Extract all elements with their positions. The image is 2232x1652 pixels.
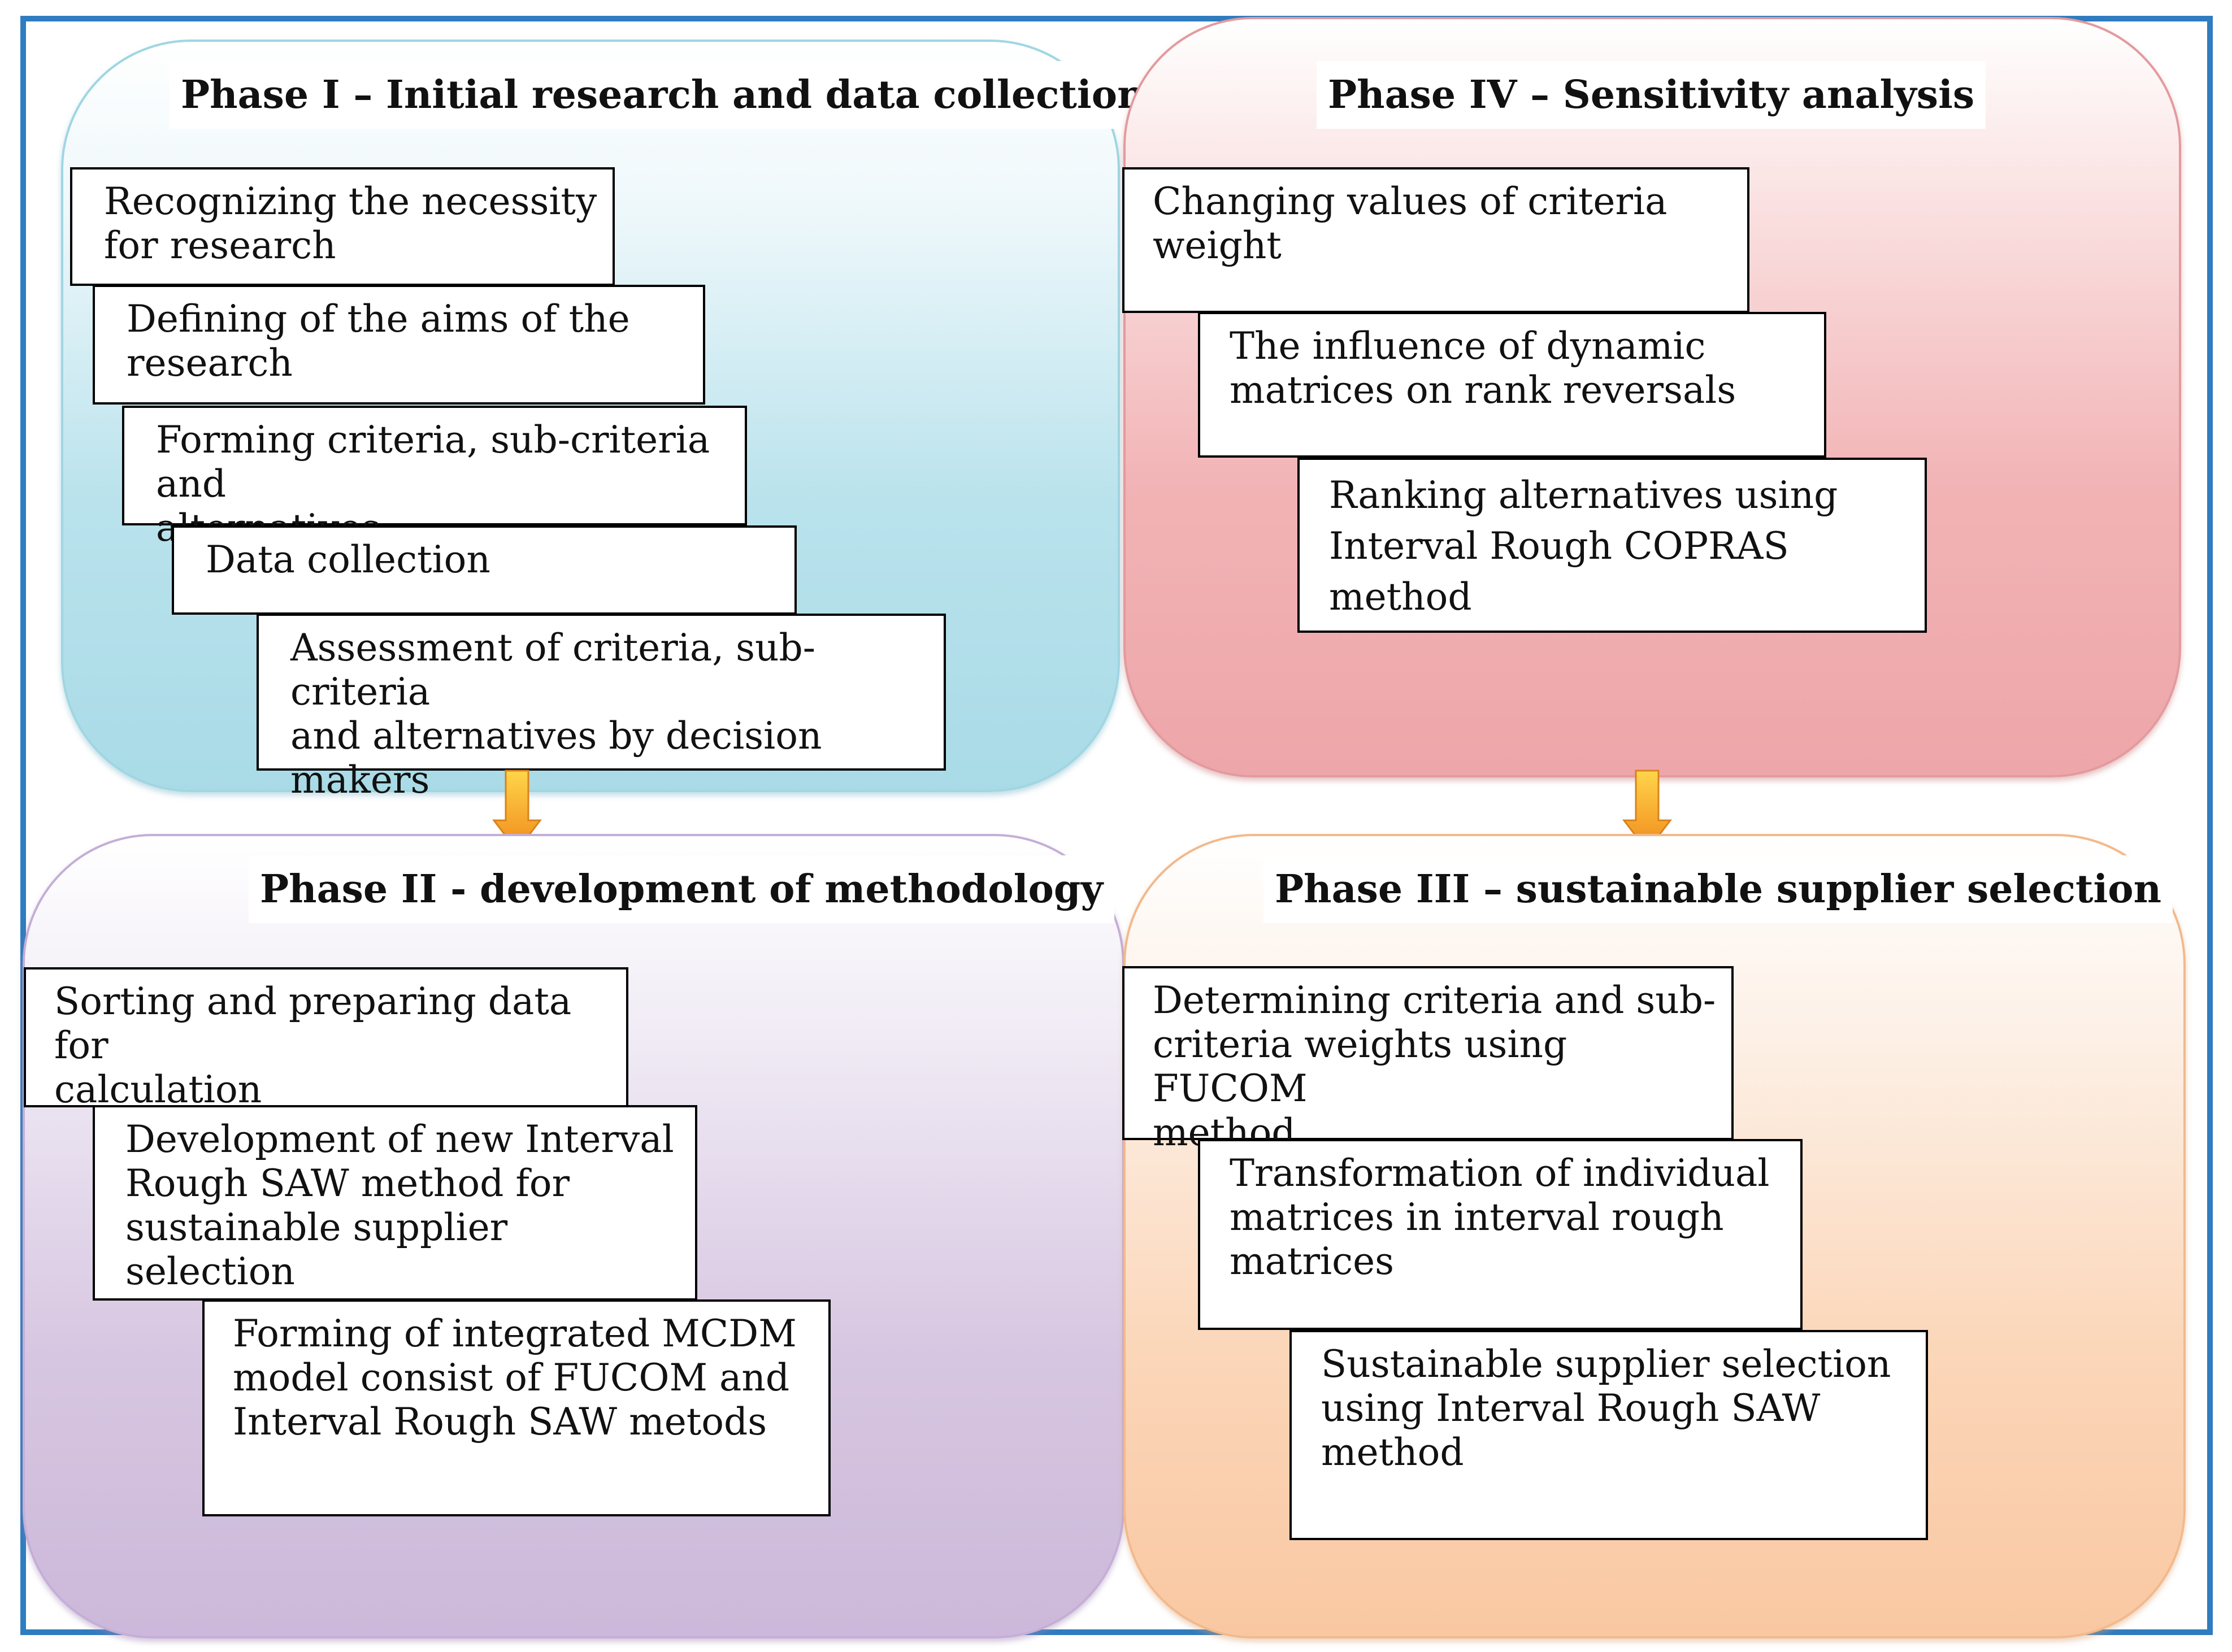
phase-3-step-2: Transformation of individual matrices in… <box>1198 1139 1803 1330</box>
phase-3-step-1: Determining criteria and sub- criteria w… <box>1122 966 1734 1154</box>
phase-2-title: Phase II - development of methodology <box>249 855 1114 923</box>
phase-4-step-3: Ranking alternatives using Interval Roug… <box>1297 458 1927 633</box>
phase-2-step-1: Sorting and preparing data for calculati… <box>24 967 628 1111</box>
phase-1-title: Phase I – Initial research and data coll… <box>170 61 1157 129</box>
phase-4-step-2: The influence of dynamic matrices on ran… <box>1198 312 1826 458</box>
phase-1-step-4: Data collection <box>172 525 797 615</box>
phase-2-step-2: Development of new Interval Rough SAW me… <box>93 1105 697 1301</box>
phase-3-step-3: Sustainable supplier selection using Int… <box>1289 1330 1928 1540</box>
phase-1-step-3: Forming criteria, sub-criteria and alter… <box>122 406 747 550</box>
phase-1-step-1: Recognizing the necessity for research <box>70 167 615 286</box>
outer-frame <box>20 16 2213 1635</box>
phase-1-step-2: Defining of the aims of the research <box>93 285 705 405</box>
phase-2-step-3: Forming of integrated MCDM model consist… <box>202 1299 831 1516</box>
phase-4-step-1: Changing values of criteria weight <box>1122 167 1749 313</box>
phase-1-step-5: Assessment of criteria, sub-criteria and… <box>257 614 946 802</box>
phase-3-title: Phase III – sustainable supplier selecti… <box>1263 855 2173 923</box>
phase-4-title: Phase IV – Sensitivity analysis <box>1317 61 1986 129</box>
